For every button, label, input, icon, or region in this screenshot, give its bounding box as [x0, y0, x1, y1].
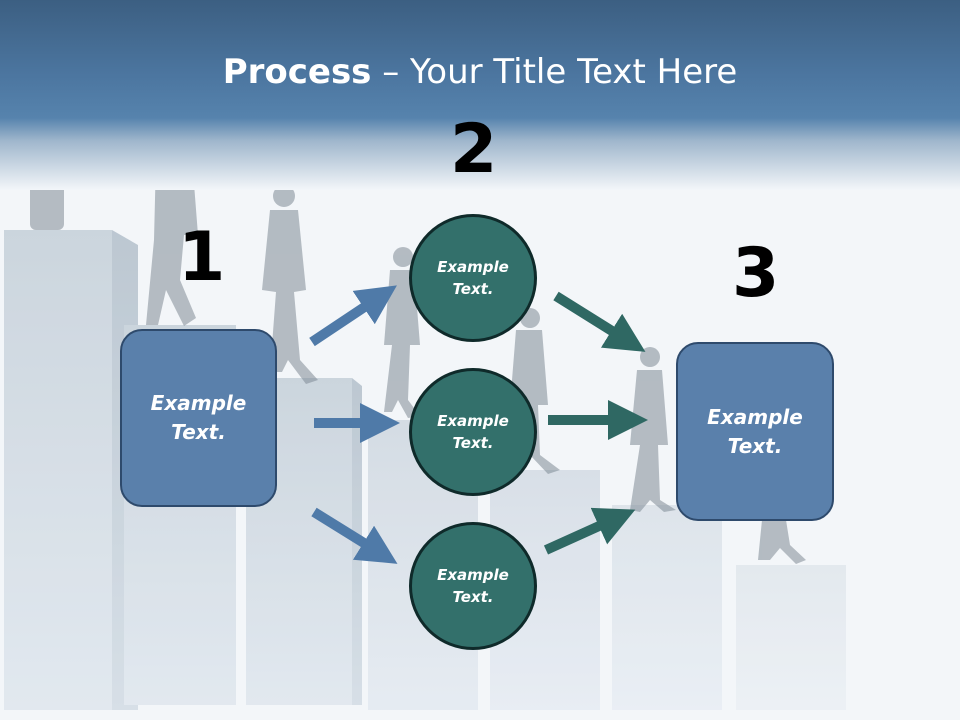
step-1-text: Example Text.: [150, 391, 247, 444]
step-3-box[interactable]: Example Text.: [676, 342, 834, 521]
arrow-1-to-2a: [309, 285, 397, 347]
title-banner: [0, 0, 960, 190]
step-2-circle-top[interactable]: Example Text.: [409, 214, 537, 342]
title-rest-part: – Your Title Text Here: [371, 52, 738, 92]
step-number-1: 1: [178, 218, 226, 297]
step-2-circle-bottom[interactable]: Example Text.: [409, 522, 537, 650]
step-2-circle-bottom-text: Example Text.: [437, 565, 509, 607]
arrow-2c-to-3: [543, 507, 636, 555]
step-number-3: 3: [732, 234, 780, 313]
step-number-2: 2: [450, 110, 498, 189]
slide-title: Process – Your Title Text Here: [0, 52, 960, 92]
step-2-circle-middle[interactable]: Example Text.: [409, 368, 537, 496]
step-3-text: Example Text.: [707, 404, 803, 458]
arrow-1-to-2c: [311, 507, 398, 564]
step-1-box[interactable]: Example Text.: [120, 329, 277, 507]
step-2-circle-top-text: Example Text.: [437, 257, 509, 299]
arrow-2a-to-3: [553, 291, 646, 352]
step-2-circle-middle-text: Example Text.: [437, 411, 509, 453]
title-bold-part: Process: [222, 52, 372, 92]
